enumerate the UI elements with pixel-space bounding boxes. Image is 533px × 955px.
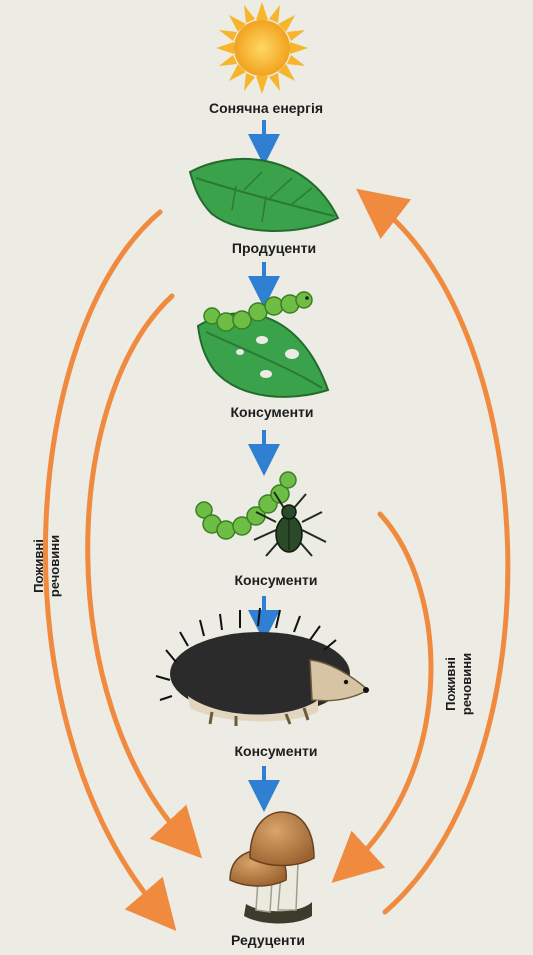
consumers-label-3: Консументи	[234, 743, 317, 759]
consumers-label-1: Консументи	[230, 404, 313, 420]
right-nutrients-line-1: Поживні	[443, 653, 459, 715]
left-nutrients-line-1: Поживні	[31, 535, 47, 597]
left-nutrients-label: Поживні речовини	[31, 535, 63, 597]
left-nutrients-line-2: речовини	[47, 535, 63, 597]
inner-left-nutrient-arrow	[88, 296, 185, 840]
producers-label: Продуценти	[232, 240, 316, 256]
caterpillar-on-leaf-icon	[198, 292, 328, 397]
sun-icon	[216, 2, 308, 94]
right-nutrients-label: Поживні речовини	[443, 653, 475, 715]
leaf-icon	[190, 159, 338, 231]
mushroom-icon	[230, 812, 314, 924]
sun-label: Сонячна енергія	[209, 100, 323, 116]
decomposers-label: Редуценти	[231, 932, 305, 948]
consumers-label-2: Консументи	[234, 572, 317, 588]
right-nutrients-line-2: речовини	[459, 653, 475, 715]
beetle-with-caterpillar-icon	[196, 472, 326, 556]
